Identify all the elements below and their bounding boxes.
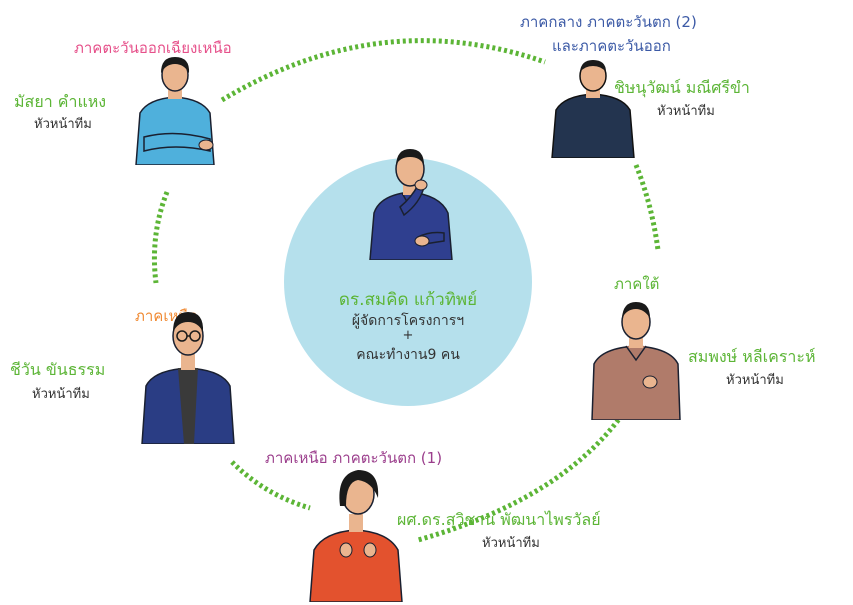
plus-sign: + — [402, 328, 414, 343]
leader-illustration — [591, 302, 681, 420]
leader-illustration — [309, 470, 403, 602]
leader-illustration — [141, 312, 235, 444]
connector-top — [220, 38, 546, 103]
region-label: ภาคเหนือ ภาคตะวันตก (1) — [265, 449, 443, 467]
leader-role: หัวหน้าทีม — [657, 104, 715, 119]
leader-role: หัวหน้าทีม — [482, 536, 540, 551]
connector-left — [151, 191, 170, 284]
leader-role: หัวหน้าทีม — [32, 387, 90, 402]
leader-name: ชีวัน ขันธรรม — [10, 360, 106, 379]
manager-illustration — [369, 149, 453, 260]
manager-role: ผู้จัดการโครงการฯ — [351, 313, 465, 329]
leader-illustration — [135, 57, 215, 165]
region-label: ภาคตะวันออกเฉียงเหนือ — [74, 39, 232, 57]
leader-name: ชิษนุวัฒน์ มณีศรีขำ — [614, 78, 750, 97]
region-label-line1: ภาคกลาง ภาคตะวันตก (2) — [520, 13, 697, 31]
manager-name: ดร.สมคิด แก้วทิพย์ — [338, 290, 478, 310]
leader-role: หัวหน้าทีม — [726, 373, 784, 388]
leader-name: มัสยา คำแหง — [14, 92, 107, 111]
team-size: คณะทำงาน9 คน — [356, 347, 460, 363]
leader-name: สมพงษ์ หลีเคราะห์ — [688, 347, 816, 366]
leader-illustration — [551, 60, 635, 158]
region-label-line2: และภาคตะวันออก — [552, 37, 671, 55]
connector-upper-right — [633, 164, 661, 251]
leader-name: ผศ.ดร.สุวิชาน พัฒนาไพรวัลย์ — [397, 510, 601, 529]
region-label: ภาคใต้ — [614, 275, 660, 293]
connector-lower-right — [417, 413, 625, 543]
leader-role: หัวหน้าทีม — [34, 117, 92, 132]
